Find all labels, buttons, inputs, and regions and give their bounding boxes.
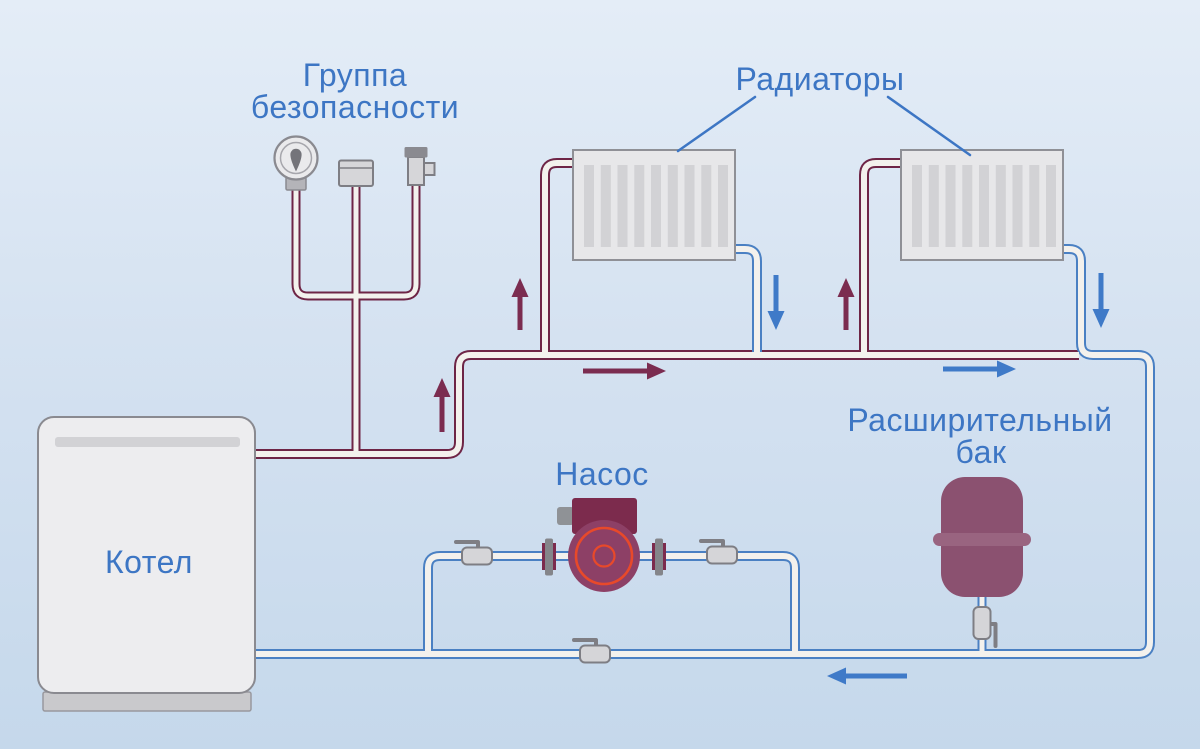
boiler: Котел xyxy=(37,416,256,712)
radiator-2 xyxy=(900,149,1064,261)
flow-arrow-down-radiator-1-return xyxy=(767,275,785,330)
safety-group xyxy=(273,135,436,191)
flow-arrow-right-trunk-supply xyxy=(583,362,666,380)
tank-band xyxy=(933,533,1031,546)
radiators-label: Радиаторы xyxy=(735,61,904,97)
gauge-needle xyxy=(290,148,302,172)
flow-arrow-left-bottom-return xyxy=(827,667,907,685)
valve-pump-right xyxy=(699,539,739,566)
boiler-vent-slot xyxy=(55,437,240,447)
pump-label: Насос xyxy=(555,456,649,492)
expansion-tank-label-line2: бак xyxy=(956,434,1007,470)
boiler-label: Котел xyxy=(105,544,193,580)
valve-expansion-tank xyxy=(972,606,998,648)
radiator-1-return-drop xyxy=(733,244,762,357)
safety-group-label-line2: безопасности xyxy=(251,89,459,125)
flow-arrow-right-trunk-return xyxy=(943,360,1016,378)
valve-pump-left xyxy=(454,540,494,567)
radiators-pointer-line-1 xyxy=(676,95,757,153)
flow-arrows xyxy=(433,273,1110,685)
pump-terminal-box xyxy=(557,507,574,525)
pump-face-hub xyxy=(592,544,616,568)
labels: Группа безопасности Радиаторы Насос Расш… xyxy=(251,57,1112,492)
radiator-2-supply-riser xyxy=(859,158,903,357)
expansion-tank-label-line1: Расширительный xyxy=(847,402,1112,438)
boiler-base xyxy=(42,691,252,712)
boiler-body xyxy=(37,416,256,694)
pressure-gauge-icon xyxy=(273,135,319,191)
radiators-pointer-line-2 xyxy=(886,95,972,157)
valve-bypass xyxy=(572,638,612,665)
flow-arrow-up-supply-riser xyxy=(433,378,451,432)
pump-volute xyxy=(568,520,640,592)
safety-valve-icon xyxy=(404,147,436,186)
safety-group-label-line1: Группа xyxy=(303,57,407,93)
flow-arrow-up-radiator-2 xyxy=(837,278,855,330)
pump-face xyxy=(574,526,634,586)
expansion-tank-icon xyxy=(933,477,1031,597)
air-vent-icon xyxy=(338,159,374,187)
pump-icon xyxy=(542,498,666,592)
flow-arrow-down-radiator-2-return xyxy=(1092,273,1110,328)
radiator-1 xyxy=(572,149,736,261)
flow-arrow-up-radiator-1 xyxy=(511,278,529,330)
